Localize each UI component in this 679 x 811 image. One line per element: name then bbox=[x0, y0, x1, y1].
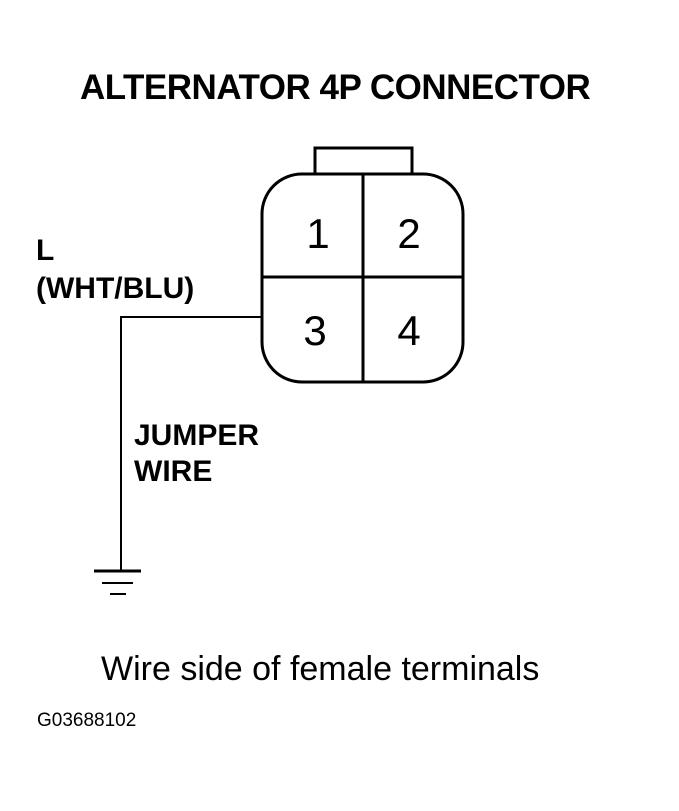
terminal-1: 1 bbox=[306, 210, 329, 257]
jumper-wire-label: JUMPER WIRE bbox=[134, 418, 259, 490]
diagram-title: ALTERNATOR 4P CONNECTOR bbox=[80, 68, 591, 107]
jumper-label-line-1: JUMPER bbox=[134, 419, 260, 452]
wire-label: L (WHT/BLU) bbox=[36, 232, 194, 308]
jumper-label-line-2: WIRE bbox=[134, 455, 213, 488]
wire-label-line-2: (WHT/BLU) bbox=[36, 272, 195, 305]
diagram-caption: Wire side of female terminals bbox=[101, 650, 540, 688]
wire-label-line-1: L bbox=[36, 234, 55, 267]
ground-icon bbox=[94, 569, 141, 595]
terminal-2: 2 bbox=[397, 210, 420, 257]
figure-id: G03688102 bbox=[37, 710, 137, 731]
connector-lock-tab bbox=[313, 146, 414, 177]
terminal-4: 4 bbox=[397, 307, 420, 354]
terminal-3: 3 bbox=[303, 307, 326, 354]
jumper-wire bbox=[120, 316, 262, 570]
